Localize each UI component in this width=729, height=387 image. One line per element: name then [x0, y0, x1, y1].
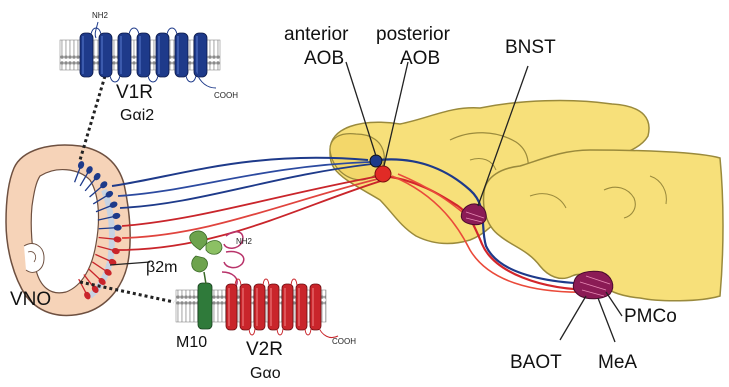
v1r-helix	[118, 33, 131, 77]
label-m10: M10	[176, 334, 207, 351]
label-nh2-top: NH2	[92, 11, 109, 20]
axon-blue-1	[112, 158, 368, 186]
label-vno: VNO	[10, 289, 51, 310]
v1r-helix	[194, 33, 207, 77]
v1r-helix	[175, 33, 188, 77]
label-v2r-g: Gαo	[250, 365, 281, 382]
label-bnst: BNST	[505, 37, 556, 58]
v2r-receptor	[176, 231, 338, 338]
v2r-helix	[226, 284, 237, 330]
label-pmco: PMCo	[624, 306, 677, 327]
label-baot: BAOT	[510, 352, 562, 373]
v1r-connector	[80, 76, 105, 160]
label-anterior-aob: AOB	[304, 48, 344, 69]
v2r-helix	[310, 284, 321, 330]
label-anterior: anterior	[284, 24, 349, 45]
v1r-helix	[137, 33, 150, 77]
anterior-aob	[370, 155, 382, 167]
axon-red-1	[122, 176, 380, 226]
v2r-helix	[296, 284, 307, 330]
axon-blue-3	[120, 164, 372, 208]
v2r-helix	[268, 284, 279, 330]
v1r-receptor	[60, 22, 220, 88]
label-v1r: V1R	[116, 82, 153, 103]
v1r-helix	[80, 33, 93, 77]
label-cooh-bottom: COOH	[332, 337, 356, 346]
label-mea: MeA	[598, 352, 637, 373]
label-v2r: V2R	[246, 339, 283, 360]
v2r-helix	[240, 284, 251, 330]
axon-red-2	[122, 178, 382, 238]
v1r-helix	[99, 33, 112, 77]
posterior-aob	[375, 166, 391, 182]
v2r-helix	[282, 284, 293, 330]
label-posterior-aob: AOB	[400, 48, 440, 69]
v2r-helix	[254, 284, 265, 330]
label-posterior: posterior	[376, 24, 451, 45]
m10-protein	[198, 283, 212, 329]
mouse-brain	[330, 101, 723, 301]
label-v1r-g: Gαi2	[120, 107, 154, 124]
label-cooh-top: COOH	[214, 91, 238, 100]
label-b2m: β2m	[146, 259, 177, 276]
label-nh2-bottom: NH2	[236, 237, 253, 246]
v1r-helix	[156, 33, 169, 77]
amygdala-nuclei	[573, 271, 613, 298]
